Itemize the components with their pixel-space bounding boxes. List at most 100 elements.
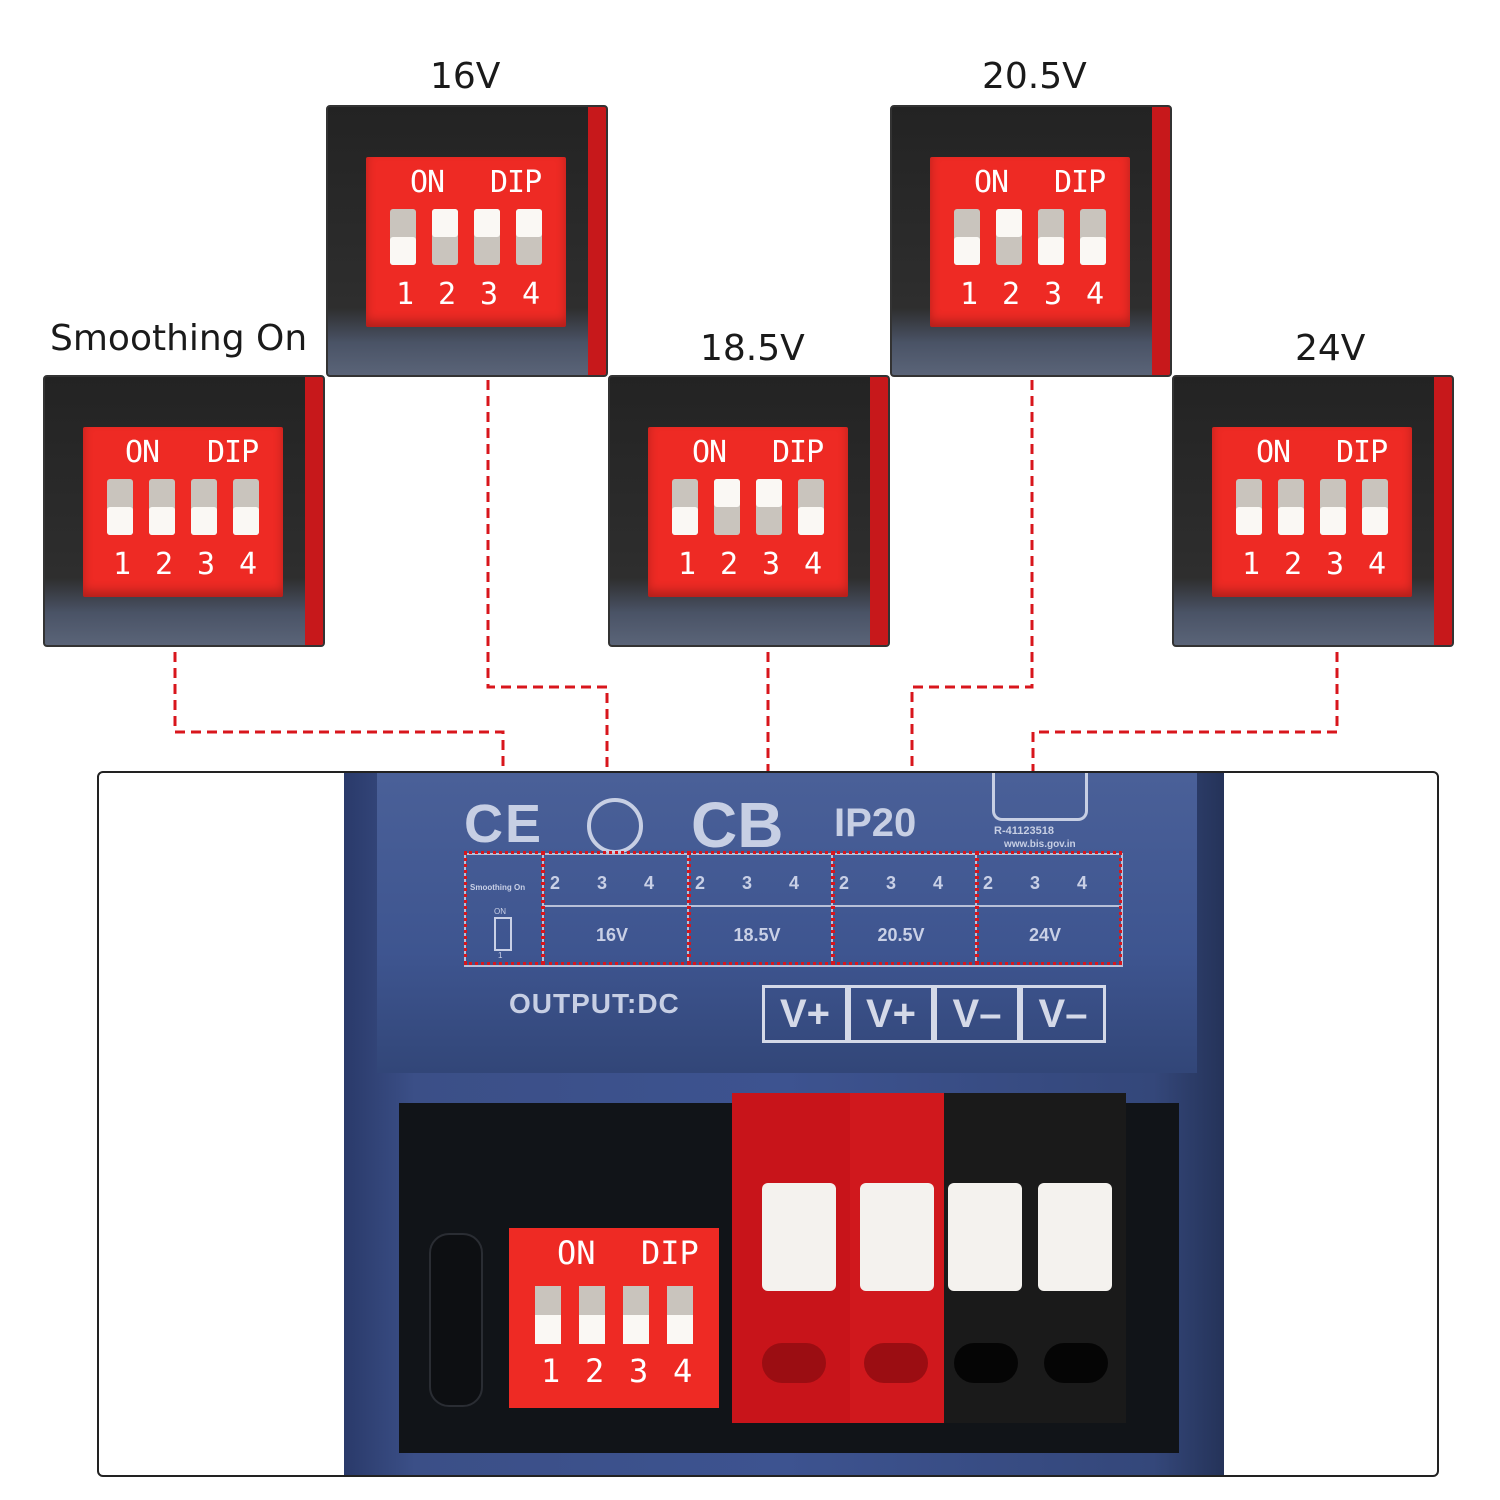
device-dip-number-2: 2 xyxy=(585,1352,605,1390)
terminal-block-red-2 xyxy=(850,1093,944,1423)
dip-lever-3 xyxy=(191,479,217,535)
dip-dip-label: DIP xyxy=(1336,435,1388,470)
dip-knob xyxy=(579,1315,605,1344)
highlight-smoothing xyxy=(464,851,544,965)
dip-knob xyxy=(756,479,782,507)
dip-knob xyxy=(535,1315,561,1344)
terminal-lever[interactable] xyxy=(762,1183,836,1291)
device-dip-number-4: 4 xyxy=(673,1352,693,1390)
highlight-18-5v xyxy=(688,851,834,965)
caption-20-5v: 20.5V xyxy=(982,56,1087,97)
table-cell-24v: 2 3 4 24V xyxy=(975,855,1119,965)
dip-number-1: 1 xyxy=(1242,547,1261,582)
terminal-label-3: V– xyxy=(934,985,1020,1043)
dip-lever-1 xyxy=(107,479,133,535)
dip-lever-4 xyxy=(1362,479,1388,535)
col-label-3: 3 xyxy=(742,873,753,893)
device-dip-lever-1 xyxy=(535,1286,561,1344)
terminal-label-4: V– xyxy=(1020,985,1106,1043)
wire-hole xyxy=(954,1343,1018,1383)
voltage-label-16v: 16V xyxy=(595,925,629,945)
dip-knob xyxy=(516,209,542,237)
caption-24v: 24V xyxy=(1295,328,1366,369)
device-dip-lever-4 xyxy=(667,1286,693,1344)
caption-18-5v: 18.5V xyxy=(700,328,805,369)
dip-switch: ON DIP 1 2 3 4 xyxy=(83,427,283,597)
dip-knob xyxy=(1362,507,1388,535)
panel-24v: ON DIP 1 2 3 4 xyxy=(1172,375,1454,647)
dip-number-2: 2 xyxy=(1284,547,1303,582)
dip-knob xyxy=(107,507,133,535)
dip-number-4: 4 xyxy=(239,547,258,582)
dip-knob xyxy=(390,237,416,265)
dip-lever-3 xyxy=(756,479,782,535)
dip-lever-4 xyxy=(516,209,542,265)
dip-knob xyxy=(667,1315,693,1344)
terminal-lever[interactable] xyxy=(860,1183,934,1291)
device-dip-number-3: 3 xyxy=(629,1352,649,1390)
dip-knob xyxy=(672,507,698,535)
device-dip-lever-3 xyxy=(623,1286,649,1344)
dip-dip-label: DIP xyxy=(490,165,542,200)
panel-edge xyxy=(1434,377,1452,645)
certification-seal-icon xyxy=(587,798,643,854)
smoothing-small-on: ON xyxy=(494,907,506,916)
dip-on-label: ON xyxy=(410,165,445,200)
panel-edge xyxy=(588,107,606,375)
dip-switch: ON DIP 1 2 3 4 xyxy=(366,157,566,327)
dip-number-4: 4 xyxy=(804,547,823,582)
voltage-label-20-5v: 20.5V xyxy=(877,925,925,945)
panel-edge xyxy=(305,377,323,645)
dip-number-1: 1 xyxy=(678,547,697,582)
caption-16v: 16V xyxy=(430,56,501,97)
dip-on-label: ON xyxy=(974,165,1009,200)
dip-number-3: 3 xyxy=(1326,547,1345,582)
registration-number: R-41123518 xyxy=(994,825,1054,837)
terminal-block-black-2 xyxy=(1034,1093,1126,1423)
terminal-lever[interactable] xyxy=(948,1183,1022,1291)
wire-hole xyxy=(762,1343,826,1383)
dip-lever-2 xyxy=(1278,479,1304,535)
dip-lever-1 xyxy=(672,479,698,535)
cb-mark: CB xyxy=(691,789,784,861)
dip-lever-4 xyxy=(1080,209,1106,265)
terminal-lever[interactable] xyxy=(1038,1183,1112,1291)
dip-lever-3 xyxy=(1038,209,1064,265)
dip-lever-3 xyxy=(474,209,500,265)
bis-logo-icon xyxy=(992,773,1088,821)
dip-number-1: 1 xyxy=(396,277,415,312)
dip-knob xyxy=(149,507,175,535)
dip-switch: ON DIP 1 2 3 4 xyxy=(648,427,848,597)
col-label-2: 2 xyxy=(839,873,850,893)
dip-lever-2 xyxy=(714,479,740,535)
dip-dip-label: DIP xyxy=(772,435,824,470)
col-label-4: 4 xyxy=(933,873,944,893)
connector-16v xyxy=(486,380,631,870)
panel-18-5v: ON DIP 1 2 3 4 xyxy=(608,375,890,647)
col-label-2: 2 xyxy=(695,873,706,893)
device-photo: CE CB IP20 R-41123518 www.bis.gov.in Smo… xyxy=(97,771,1439,1477)
highlight-24v xyxy=(976,851,1122,965)
dip-knob xyxy=(474,209,500,237)
rubber-grommet xyxy=(429,1233,483,1407)
dip-number-2: 2 xyxy=(155,547,174,582)
panel-edge xyxy=(1152,107,1170,375)
dip-on-label: ON xyxy=(1256,435,1291,470)
col-label-4: 4 xyxy=(789,873,800,893)
panel-16v: ON DIP 1 2 3 4 xyxy=(326,105,608,377)
col-label-2: 2 xyxy=(983,873,994,893)
dip-number-3: 3 xyxy=(197,547,216,582)
dip-knob xyxy=(714,479,740,507)
dip-on-label: ON xyxy=(125,435,160,470)
dip-lever-4 xyxy=(798,479,824,535)
ce-mark: CE xyxy=(464,794,544,854)
output-dc-label: OUTPUT:DC xyxy=(509,988,680,1019)
connector-20-5v xyxy=(906,380,1034,870)
col-label-2: 2 xyxy=(550,873,561,893)
terminal-label-2: V+ xyxy=(848,985,934,1043)
wire-hole xyxy=(864,1343,928,1383)
terminal-block-red-1 xyxy=(732,1093,850,1423)
col-label-3: 3 xyxy=(1030,873,1041,893)
voltage-label-24v: 24V xyxy=(1028,925,1062,945)
dip-dip-label: DIP xyxy=(207,435,259,470)
